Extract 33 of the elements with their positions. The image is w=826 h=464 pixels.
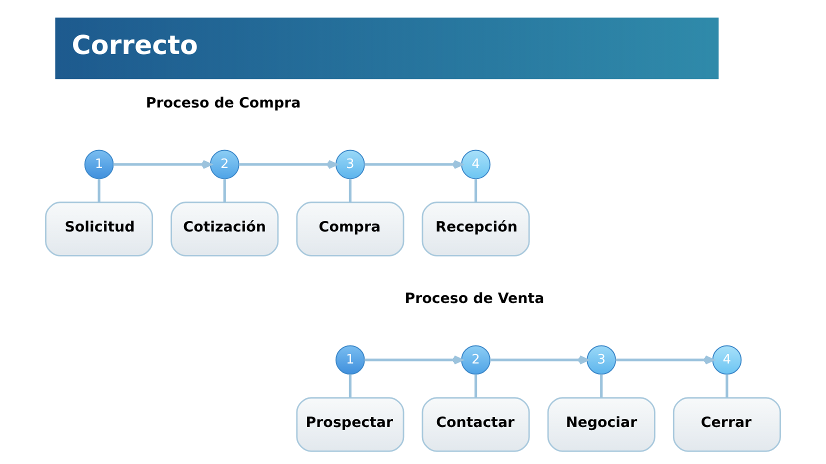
connector [600, 374, 603, 398]
node-box: Cotización [170, 202, 279, 256]
arrow [490, 355, 588, 364]
node-box: Solicitud [45, 202, 154, 256]
arrow [364, 355, 463, 364]
node-circle: 1 [336, 345, 365, 375]
arrow [238, 160, 338, 169]
node-box: Prospectar [296, 397, 404, 452]
node-circle: 4 [712, 345, 742, 375]
connector [223, 178, 226, 202]
node-box: Negociar [547, 397, 656, 452]
connector [348, 178, 352, 202]
node-circle: 2 [210, 150, 240, 180]
arrow [364, 160, 463, 169]
label: Proceso de Venta [404, 291, 544, 308]
node-circle: 3 [336, 150, 365, 180]
node-box: Recepción [422, 202, 530, 256]
node-circle: 4 [461, 150, 490, 180]
connector [98, 178, 100, 202]
connector [474, 374, 478, 398]
node-box: Compra [296, 202, 404, 256]
node-box: Cerrar [672, 397, 781, 452]
diagram-title: Correcto [72, 30, 198, 61]
arrow [616, 355, 714, 364]
node-circle: 2 [461, 345, 490, 375]
connector [348, 374, 352, 398]
node-box: Contactar [422, 397, 530, 452]
label: Proceso de Compra [146, 96, 301, 112]
connector [726, 374, 728, 398]
node-circle: 1 [84, 150, 114, 180]
arrow [113, 160, 212, 169]
connector [474, 178, 478, 202]
node-circle: 3 [586, 345, 616, 375]
